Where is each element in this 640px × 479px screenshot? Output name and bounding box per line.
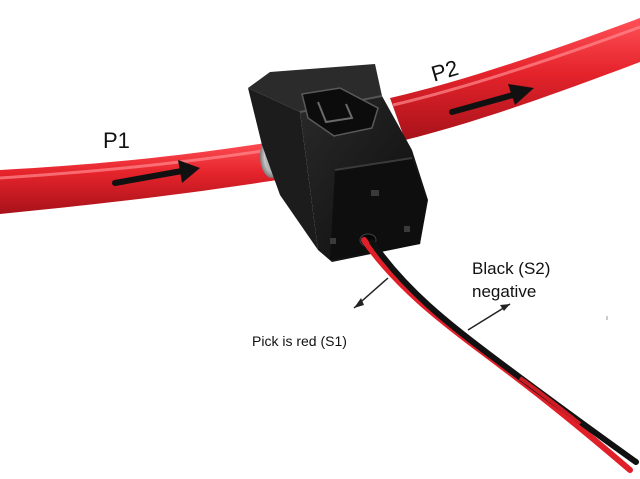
- arrow-right-icon: [449, 84, 534, 115]
- red-wire-pointer: [353, 277, 389, 309]
- arrow-right-icon: [112, 160, 200, 186]
- edge-mark: [606, 316, 608, 320]
- black-wire-pointer: [467, 303, 511, 331]
- label-p1: P1: [103, 128, 130, 153]
- secondary-wire-pair: [361, 237, 639, 473]
- label-black-wire: Black (S2): [472, 259, 551, 278]
- primary-cable-right: [390, 18, 640, 140]
- current-transformer-body: [248, 64, 428, 262]
- label-black-wire-polarity: negative: [472, 282, 537, 301]
- label-red-wire: Pick is red (S1): [252, 333, 347, 349]
